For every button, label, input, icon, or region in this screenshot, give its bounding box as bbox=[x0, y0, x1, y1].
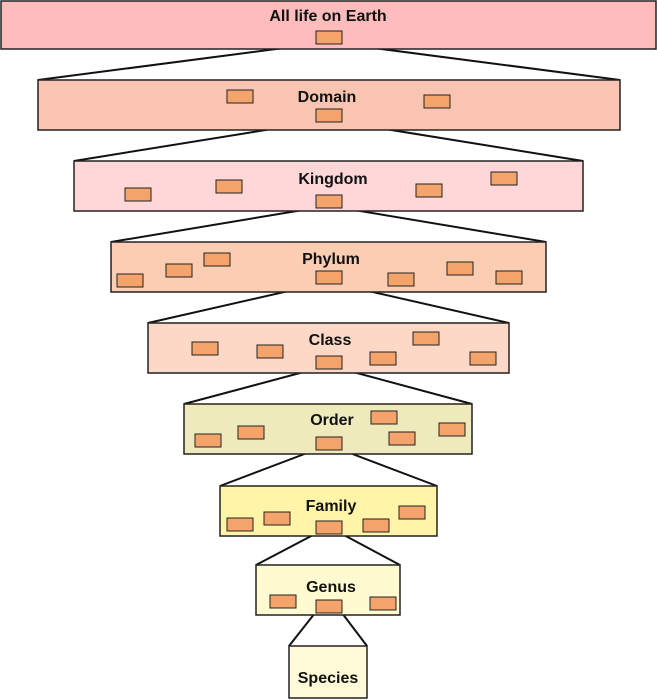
mini-box bbox=[438, 422, 466, 437]
level-species: Species bbox=[288, 645, 368, 699]
mini-box bbox=[362, 518, 390, 533]
connector-genus-species-right bbox=[341, 612, 368, 647]
level-label-species: Species bbox=[298, 670, 359, 687]
level-label-order: Order bbox=[310, 412, 354, 429]
mini-box bbox=[315, 436, 343, 451]
connector-family-genus-right bbox=[341, 533, 401, 566]
mini-box bbox=[469, 351, 497, 366]
mini-box bbox=[203, 252, 231, 267]
level-label-class: Class bbox=[309, 332, 352, 349]
level-box-species bbox=[288, 645, 368, 699]
level-label-genus: Genus bbox=[306, 579, 356, 596]
level-life: All life on Earth bbox=[0, 0, 657, 50]
mini-box bbox=[370, 410, 398, 425]
mini-box bbox=[415, 183, 443, 198]
level-family: Family bbox=[219, 485, 438, 537]
level-kingdom: Kingdom bbox=[73, 160, 584, 212]
connector-genus-species-left bbox=[288, 612, 316, 647]
connector-kingdom-phylum-left bbox=[110, 207, 316, 243]
connector-class-order-left bbox=[183, 368, 316, 405]
level-label-family: Family bbox=[306, 498, 357, 515]
mini-box bbox=[315, 194, 343, 209]
connector-life-domain-right bbox=[342, 43, 621, 81]
mini-box bbox=[124, 187, 152, 202]
mini-box bbox=[398, 505, 426, 520]
mini-box bbox=[446, 261, 474, 276]
level-box-domain bbox=[37, 79, 621, 131]
connector-life-domain-left bbox=[37, 43, 316, 81]
level-genus: Genus bbox=[255, 564, 401, 616]
level-domain: Domain bbox=[37, 79, 621, 131]
connector-kingdom-phylum-right bbox=[341, 207, 547, 243]
mini-box bbox=[263, 511, 291, 526]
level-phylum: Phylum bbox=[110, 241, 547, 293]
level-label-kingdom: Kingdom bbox=[298, 171, 367, 188]
mini-box bbox=[226, 89, 254, 104]
level-label-life: All life on Earth bbox=[269, 8, 386, 25]
mini-box bbox=[215, 179, 243, 194]
mini-box bbox=[388, 431, 416, 446]
connector-order-family-right bbox=[341, 449, 438, 487]
connector-class-order-right bbox=[341, 368, 473, 405]
mini-box bbox=[315, 108, 343, 123]
level-order: Order bbox=[183, 403, 473, 455]
mini-box bbox=[490, 171, 518, 186]
mini-box bbox=[165, 263, 193, 278]
mini-box bbox=[226, 517, 254, 532]
mini-box bbox=[256, 344, 284, 359]
mini-box bbox=[315, 599, 343, 614]
mini-box bbox=[387, 272, 415, 287]
connector-family-genus-left bbox=[255, 533, 316, 566]
mini-box bbox=[315, 520, 343, 535]
mini-box bbox=[116, 273, 144, 288]
mini-box bbox=[191, 341, 219, 356]
level-label-domain: Domain bbox=[298, 89, 357, 106]
mini-box bbox=[315, 270, 343, 285]
mini-box bbox=[269, 594, 297, 609]
level-label-phylum: Phylum bbox=[302, 251, 360, 268]
mini-box bbox=[369, 596, 397, 611]
mini-box bbox=[369, 351, 397, 366]
mini-box bbox=[315, 30, 343, 45]
connector-order-family-left bbox=[219, 449, 316, 487]
mini-box bbox=[423, 94, 451, 109]
mini-box bbox=[194, 433, 222, 448]
mini-box bbox=[412, 331, 440, 346]
mini-box bbox=[315, 355, 343, 370]
level-class: Class bbox=[147, 322, 510, 374]
mini-box bbox=[495, 270, 523, 285]
mini-box bbox=[237, 425, 265, 440]
